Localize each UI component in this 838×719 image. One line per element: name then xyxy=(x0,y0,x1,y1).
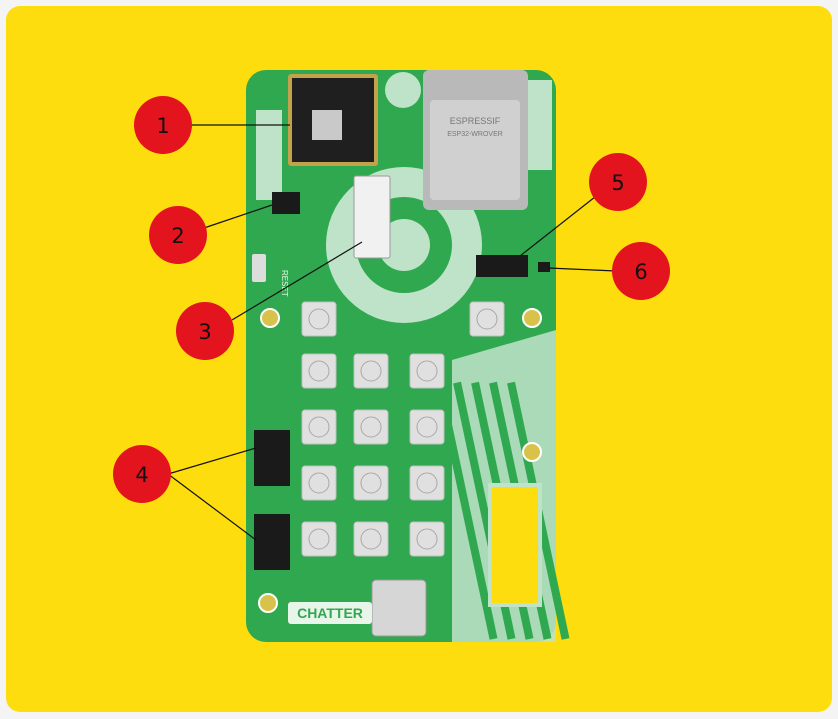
svg-text:2: 2 xyxy=(171,224,184,248)
callout-2: 2 xyxy=(149,206,207,264)
svg-text:5: 5 xyxy=(611,171,624,195)
ic-chip-5 xyxy=(476,255,528,277)
usb-c-port xyxy=(371,579,427,637)
shift-register-bottom xyxy=(254,514,290,570)
chatter-logo-text: CHATTER xyxy=(297,605,363,621)
lora-module xyxy=(288,74,378,166)
svg-text:1: 1 xyxy=(156,114,169,138)
module-brand-label: ESPRESSIF xyxy=(450,116,501,126)
callout-3: 3 xyxy=(176,302,234,360)
callout-1: 1 xyxy=(134,96,192,154)
pcb-board xyxy=(246,70,570,642)
module-model-label: ESP32-WROVER xyxy=(447,131,503,138)
led-6 xyxy=(538,262,550,272)
callout-4: 4 xyxy=(113,445,171,503)
voltage-regulator xyxy=(272,192,300,214)
shift-register-top xyxy=(254,430,290,486)
chatter-logo: CHATTER xyxy=(288,602,372,624)
reset-label: RESET xyxy=(280,270,289,297)
callout-leader-lines xyxy=(167,124,617,541)
svg-text:3: 3 xyxy=(198,320,211,344)
callout-6: 6 xyxy=(612,242,670,300)
mounting-holes xyxy=(258,308,542,613)
svg-text:6: 6 xyxy=(634,260,647,284)
svg-text:4: 4 xyxy=(135,463,148,487)
button-grid xyxy=(301,301,505,557)
reset-switch xyxy=(252,254,266,282)
callout-5: 5 xyxy=(589,153,647,211)
ribbon-connector xyxy=(353,175,391,259)
esp32-module: ESPRESSIF ESP32-WROVER xyxy=(423,70,528,210)
